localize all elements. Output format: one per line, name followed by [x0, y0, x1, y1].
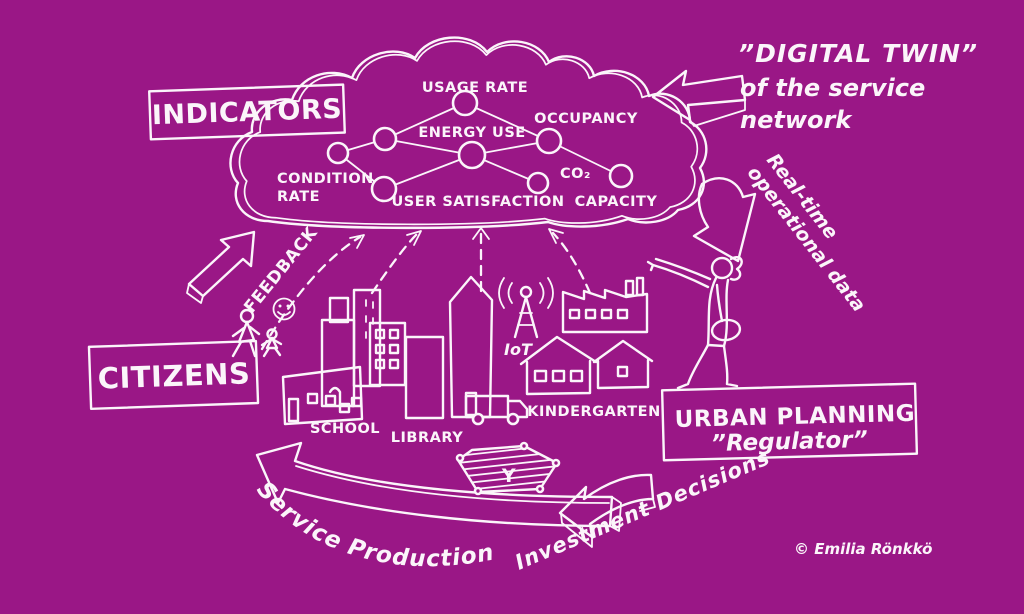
digital-twin-heading: ”DIGITAL TWIN” of the service network: [651, 39, 978, 134]
realtime-data-annotation: Real-time operational data: [692, 150, 870, 316]
tower-a-door: [328, 386, 342, 408]
node-capacity: [608, 163, 634, 189]
indicators-box-frame: [148, 83, 346, 141]
node-co2: [526, 171, 550, 195]
tower-d: [404, 335, 445, 420]
library-label: LIBRARY: [391, 430, 463, 446]
node-user-satisfaction: [370, 175, 398, 203]
co2-label: CO₂: [560, 166, 591, 182]
site-plan-marker: Y: [501, 465, 516, 487]
condition-rate-label-line2: RATE: [277, 189, 320, 205]
site-plan-sketch: Y: [455, 441, 561, 496]
service-production-arrow: [255, 441, 622, 532]
tower-cap: [328, 296, 350, 324]
usage-rate-label: USAGE RATE: [422, 80, 528, 96]
urban-planning-title: URBAN PLANNING: [674, 401, 915, 433]
digital-twin-line2: of the service: [740, 74, 925, 102]
digital-twin-cloud: USAGE RATE ENERGY USE OCCUPANCY CONDITIO…: [229, 36, 708, 230]
investment-decisions-arrow: [558, 473, 656, 548]
urban-planner-group: URBAN PLANNING ”Regulator”: [646, 255, 919, 462]
capacity-label: CAPACITY: [575, 194, 658, 210]
tower-a: [320, 318, 356, 408]
indicators-box: INDICATORS: [148, 83, 346, 141]
indicator-network-nodes: [326, 89, 634, 203]
investment-decisions-label: Investment Decisions: [512, 445, 774, 574]
digital-twin-line1: ”DIGITAL TWIN”: [738, 39, 978, 68]
node-junction-a: [372, 126, 398, 152]
city-towers: [320, 275, 494, 420]
citizen-adult-figure: [231, 308, 261, 358]
node-usage-rate: [451, 89, 479, 117]
node-energy-use: [457, 140, 487, 170]
occupancy-label: OCCUPANCY: [534, 111, 638, 127]
energy-use-label: ENERGY USE: [418, 125, 525, 141]
feedback-dashed-arrow: [260, 235, 362, 351]
indicator-network-labels: USAGE RATE ENERGY USE OCCUPANCY CONDITIO…: [277, 80, 657, 210]
radio-waves-icon: [498, 277, 554, 309]
bag: [710, 318, 742, 342]
arrow-into-cloud: [651, 69, 747, 127]
iot-antenna: [498, 277, 554, 339]
feedback-arrowhead: [349, 234, 365, 249]
arrow-cloud-to-planner: [692, 177, 757, 263]
citizens-title: CITIZENS: [97, 356, 251, 395]
digital-twin-line3: network: [740, 106, 853, 134]
city-sketch: SCHOOL LIBRARY IoT: [281, 227, 660, 446]
iot-label: IoT: [504, 340, 533, 359]
ponytail: [729, 255, 743, 281]
school-label: SCHOOL: [310, 421, 380, 437]
regulator-subtitle: ”Regulator”: [711, 427, 868, 457]
urban-planning-box-frame: [660, 382, 919, 462]
tower-peaked: [448, 275, 494, 419]
user-satisfaction-label: USER SATISFACTION: [392, 194, 565, 210]
node-condition-rate: [326, 141, 350, 165]
citizens-box-frame: [87, 339, 260, 411]
indicators-title: INDICATORS: [151, 94, 342, 132]
truck: [464, 394, 529, 426]
kindergarten-buildings: [519, 335, 654, 396]
kindergarten-label: KINDERGARTEN: [527, 404, 660, 420]
node-occupancy: [535, 127, 563, 155]
condition-rate-label-line1: CONDITION: [277, 171, 374, 187]
factory-building: [561, 276, 649, 334]
credit-label: © Emilia Rönkkö: [794, 540, 932, 558]
feedback-block-arrow: [186, 230, 256, 304]
city-to-cloud-arrows: [370, 227, 592, 295]
urban-planner-figure: [646, 255, 743, 390]
